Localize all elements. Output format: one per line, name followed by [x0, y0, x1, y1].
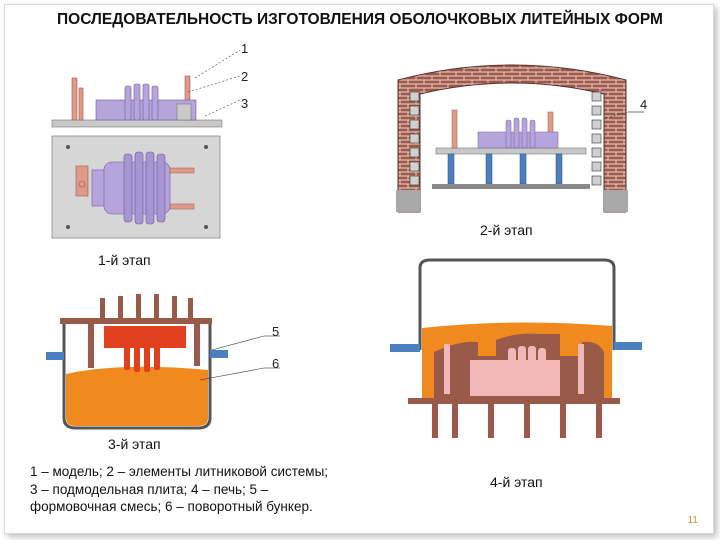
page-title: ПОСЛЕДОВАТЕЛЬНОСТЬ ИЗГОТОВЛЕНИЯ ОБОЛОЧКО… [57, 11, 663, 28]
stage-4-label: 4-й этап [490, 474, 543, 490]
label-2: 2 [241, 69, 249, 84]
label-4: 4 [640, 97, 648, 112]
stage4-bunker [390, 258, 642, 438]
caption-line: 3 – подмодельная плита; 4 – печь; 5 – [30, 481, 269, 497]
stage-2-label: 2-й этап [480, 222, 533, 238]
temperature-label: T = 300 - 350°C [510, 90, 581, 101]
label-5: 5 [272, 324, 280, 339]
stage2-oven [396, 64, 644, 213]
caption-line: формовочная смесь; 6 – поворотный бункер… [30, 499, 313, 514]
stage-1-label: 1-й этап [98, 252, 151, 268]
slide-frame [4, 4, 714, 534]
stage3-bunker [46, 294, 280, 430]
label-1: 1 [241, 41, 249, 56]
stage-3-label: 3-й этап [108, 436, 161, 452]
model-inverted [104, 326, 186, 348]
label-6: 6 [272, 356, 280, 371]
sprue-element-side [71, 77, 78, 121]
pattern-plate-side [51, 119, 223, 128]
stage1-plan-view [51, 135, 221, 239]
label-3: 3 [241, 96, 249, 111]
bunker-vessel-turned [418, 258, 616, 350]
molding-sand [66, 366, 208, 426]
bunker-vessel [62, 318, 212, 430]
caption-line: 1 – модель; 2 – элементы литниковой сист… [30, 464, 329, 479]
legend-caption: 1 – модель; 2 – элементы литниковой сист… [30, 463, 420, 516]
slide-number: 11 [687, 515, 698, 526]
stage1-side-view [51, 49, 241, 128]
